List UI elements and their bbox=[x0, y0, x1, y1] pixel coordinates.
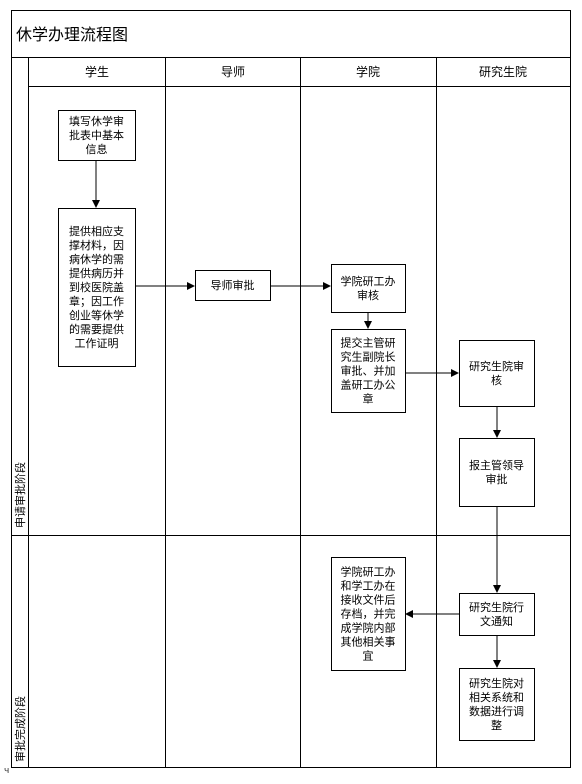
process-node-text: 整 bbox=[491, 718, 502, 732]
phase-label-apply: 申请审批阶段 bbox=[13, 462, 27, 528]
process-node-text: 学院研工办 bbox=[341, 274, 396, 288]
process-node-text: 存档，并完 bbox=[341, 607, 396, 621]
process-node-text: 和学工办在 bbox=[341, 579, 396, 593]
diagram-frame bbox=[11, 10, 571, 768]
process-node-text: 工作证明 bbox=[75, 337, 119, 350]
process-node-text: 数据进行调 bbox=[469, 704, 524, 718]
nodes-layer: 填写休学审批表中基本信息提供相应支撑材料，因病休学的需提供病历并到校医院盖章；因… bbox=[58, 110, 535, 741]
lane-label-student: 学生 bbox=[85, 64, 109, 79]
process-node-box bbox=[195, 270, 271, 301]
lane-label-graduate-school: 研究生院 bbox=[479, 64, 527, 79]
process-node-text: 相关系统和 bbox=[469, 690, 524, 704]
process-node-text: 章 bbox=[363, 392, 374, 406]
process-node-text: 研究生院审 bbox=[469, 359, 524, 373]
process-node-text: 学院研工办 bbox=[341, 565, 396, 579]
process-node-text: 病休学的需 bbox=[69, 252, 124, 266]
process-node: 导师审批 bbox=[195, 270, 271, 301]
process-node-text: 究生副院长 bbox=[341, 350, 396, 364]
process-node-text: 提供相应支 bbox=[69, 224, 124, 238]
process-node-text: 信息 bbox=[86, 142, 108, 156]
phase-label-complete: 审批完成阶段 bbox=[13, 696, 27, 762]
process-node-box bbox=[58, 110, 136, 161]
process-node-text: 研究生院行 bbox=[469, 600, 524, 614]
process-node-text: 盖研工办公 bbox=[341, 378, 396, 392]
lane-label-advisor: 导师 bbox=[221, 65, 245, 79]
process-node-text: 文通知 bbox=[480, 614, 513, 628]
process-node-box bbox=[459, 593, 535, 636]
process-node-text: 成学院内部 bbox=[341, 621, 396, 635]
process-node-text: 其他相关事 bbox=[341, 635, 396, 649]
process-node: 提供相应支撑材料，因病休学的需提供病历并到校医院盖章；因工作创业等休学的需要提供… bbox=[58, 208, 136, 367]
edges-layer bbox=[92, 160, 501, 668]
process-node-text: 接收文件后 bbox=[341, 593, 396, 607]
process-node-box bbox=[331, 264, 406, 313]
process-node-text: 审批、并加 bbox=[341, 364, 396, 378]
process-node-text: 导师审批 bbox=[211, 278, 255, 292]
process-node-text: 创业等休学 bbox=[69, 308, 124, 322]
process-node-text: 撑材料，因 bbox=[69, 238, 124, 252]
process-node-box bbox=[331, 557, 406, 671]
process-node-box bbox=[331, 329, 406, 413]
process-node-text: 核 bbox=[491, 373, 502, 387]
process-node-text: 宜 bbox=[363, 649, 374, 663]
process-node-box bbox=[459, 668, 535, 741]
process-node-text: 的需要提供 bbox=[69, 322, 124, 336]
process-node-text: 报主管领导 bbox=[469, 458, 524, 472]
diagram-title: 休学办理流程图 bbox=[16, 25, 128, 44]
process-node-text: 提交主管研 bbox=[341, 336, 396, 350]
process-node-box bbox=[459, 438, 535, 507]
process-node-text: 审核 bbox=[357, 288, 379, 302]
process-node-text: 提供病历并 bbox=[69, 266, 124, 280]
process-node-box bbox=[459, 340, 535, 407]
process-node-text: 批表中基本 bbox=[69, 128, 124, 142]
process-node-text: 章；因工作 bbox=[69, 294, 124, 308]
process-node-text: 研究生院对 bbox=[469, 676, 524, 690]
process-node-box bbox=[58, 208, 136, 367]
process-node-text: 填写休学审 bbox=[69, 114, 124, 128]
corner-mark: ч bbox=[4, 766, 10, 776]
process-node-text: 审批 bbox=[486, 472, 508, 486]
process-node-text: 到校医院盖 bbox=[69, 280, 124, 294]
lane-label-college: 学院 bbox=[356, 64, 380, 79]
